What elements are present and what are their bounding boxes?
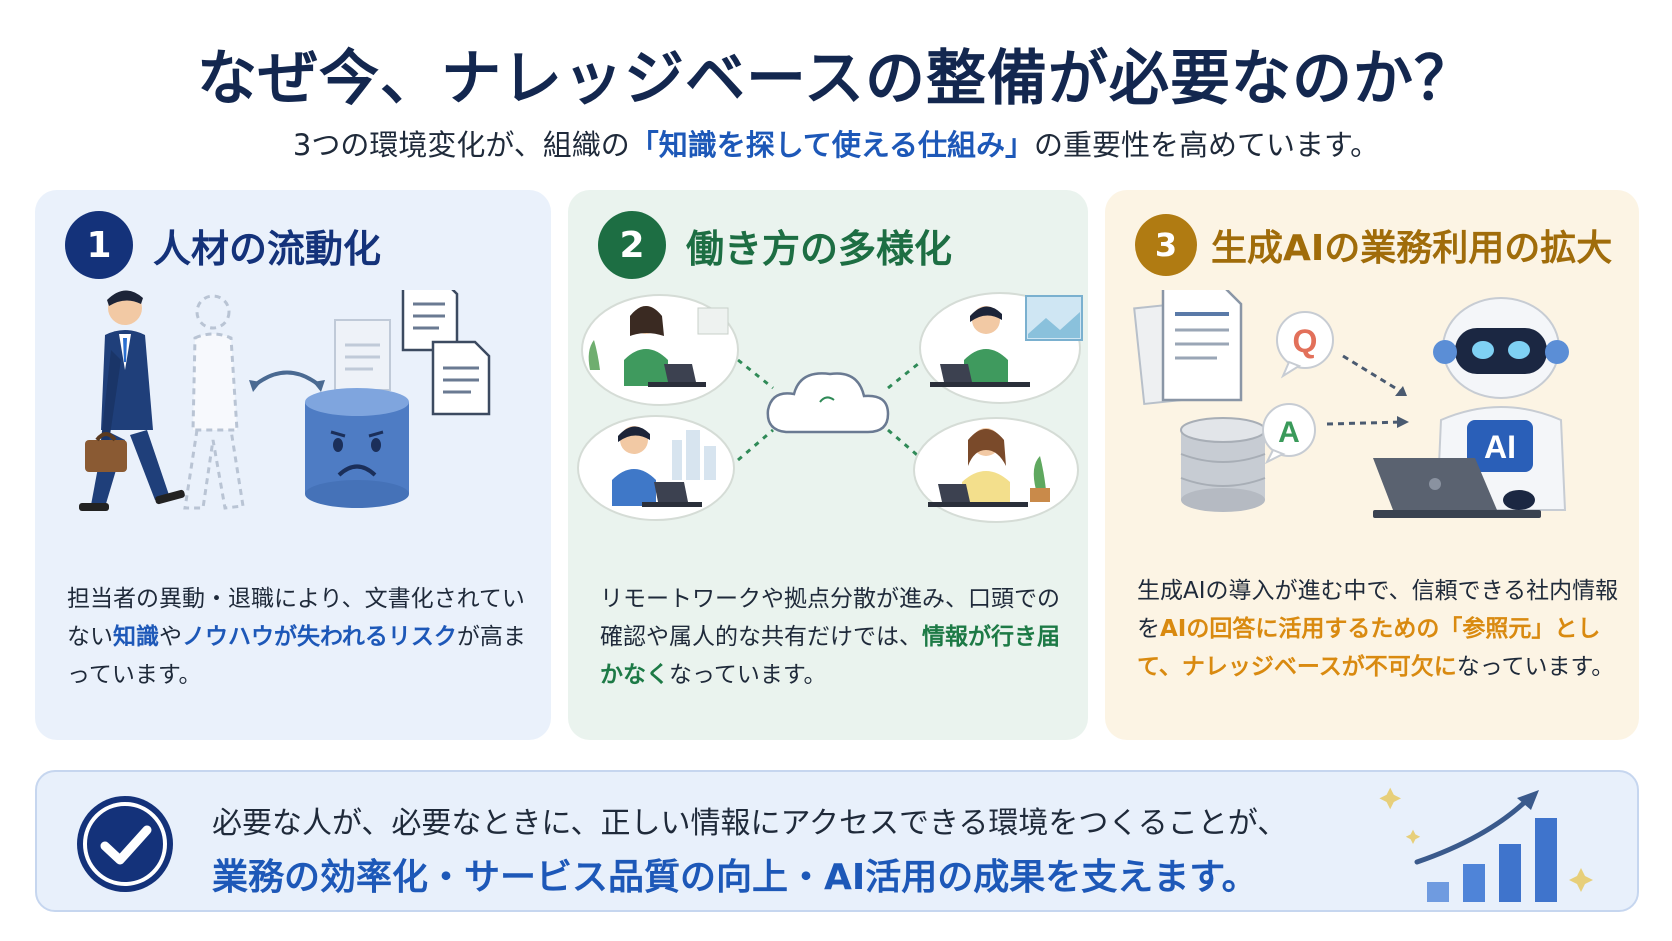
body-text: なっています。 [669, 662, 827, 688]
laptop-icon [1373, 458, 1541, 518]
remote-worker-scene-4 [913, 417, 1079, 523]
growth-chart-icon [1379, 787, 1593, 902]
answer-bubble-icon: A [1262, 403, 1316, 465]
laptop-icon [664, 364, 696, 382]
departed-person-outline-icon [183, 294, 245, 510]
q-label: Q [1293, 323, 1318, 359]
body-text: や [159, 624, 182, 650]
body-text: 担当者の異動・退職により、文書化されていない [67, 586, 525, 650]
card-number-badge: 1 [65, 211, 133, 279]
body-text: リモートワークや拠点分散が進み、口頭での確認や属人的な共有だけでは、 [600, 586, 1060, 650]
generative-ai-illustration: Q A AI [1133, 290, 1569, 518]
sparkle-icon [1379, 787, 1401, 810]
subtitle-suffix: の重要性を高めています。 [1034, 128, 1380, 162]
card-generative-ai-adoption: 3 生成AIの業務利用の拡大 Q A [1105, 190, 1639, 740]
database-icon [1180, 417, 1266, 512]
card-title: 働き方の多様化 [686, 226, 953, 271]
card-header: 2 働き方の多様化 [598, 210, 952, 280]
document-icon [334, 290, 491, 416]
card-diverse-work-styles: 2 働き方の多様化 [568, 190, 1088, 740]
summary-line-1: 必要な人が、必要なときに、正しい情報にアクセスできる環境をつくることが、 [212, 806, 1288, 841]
network-links [737, 358, 924, 462]
body-text: が高まっています。 [67, 624, 526, 688]
card-description: 担当者の異動・退職により、文書化されていない知識やノウハウが失われるリスクが高ま… [67, 580, 527, 694]
remote-worker-scene-2 [919, 292, 1083, 404]
remote-worker-scene-1 [581, 294, 739, 406]
card-header: 1 人材の流動化 [65, 210, 381, 280]
database-sad-icon [305, 388, 409, 508]
card-description: 生成AIの導入が進む中で、信頼できる社内情報をAIの回答に活用するための「参照元… [1137, 572, 1627, 686]
remote-work-illustration [577, 292, 1083, 523]
summary-line-2: 業務の効率化・サービス品質の向上・AI活用の成果を支えます。 [212, 857, 1258, 898]
card-number-badge: 2 [598, 211, 666, 279]
ai-label: AI [1484, 429, 1516, 465]
cloud-icon [766, 372, 890, 434]
remote-worker-scene-3 [577, 415, 735, 521]
body-text: なっています。 [1456, 654, 1615, 680]
document-icon [1133, 290, 1243, 406]
talent-mobility-illustration [79, 290, 491, 511]
person-walking-icon [79, 290, 185, 511]
card-header: 3 生成AIの業務利用の拡大 [1135, 210, 1612, 280]
checkmark-icon [77, 796, 173, 892]
card-talent-mobility: 1 人材の流動化 [35, 190, 551, 740]
body-highlight: ノウハウが失われるリスク [182, 624, 457, 650]
card-description: リモートワークや拠点分散が進み、口頭での確認や属人的な共有だけでは、情報が行き届… [600, 580, 1070, 694]
transfer-arrow-icon [253, 370, 321, 387]
body-highlight: AIの回答に活用するための「参照元」として、ナレッジベースが不可欠に [1137, 616, 1601, 680]
question-bubble-icon: Q [1276, 311, 1334, 379]
a-label: A [1278, 416, 1300, 449]
flow-arrow-icon [1326, 354, 1406, 426]
body-text: 生成AIの導入が進む中で、信頼できる社内情報を [1137, 578, 1619, 642]
page-title: なぜ今、ナレッジベースの整備が必要なのか？ [197, 44, 1475, 114]
card-number-badge: 3 [1135, 214, 1197, 276]
page-subtitle: 3つの環境変化が、組織の「知識を探して使える仕組み」の重要性を高めています。 [0, 122, 1672, 164]
card-title: 生成AIの業務利用の拡大 [1211, 228, 1613, 269]
card-title: 人材の流動化 [153, 226, 382, 271]
body-highlight: 情報が行き届かなく [600, 624, 1060, 688]
body-highlight: 知識 [113, 624, 159, 650]
subtitle-highlight: 「知識を探して使える仕組み」 [629, 128, 1035, 162]
summary-banner: 必要な人が、必要なときに、正しい情報にアクセスできる環境をつくることが、 業務の… [35, 770, 1639, 912]
subtitle-prefix: 3つの環境変化が、組織の [292, 128, 630, 162]
